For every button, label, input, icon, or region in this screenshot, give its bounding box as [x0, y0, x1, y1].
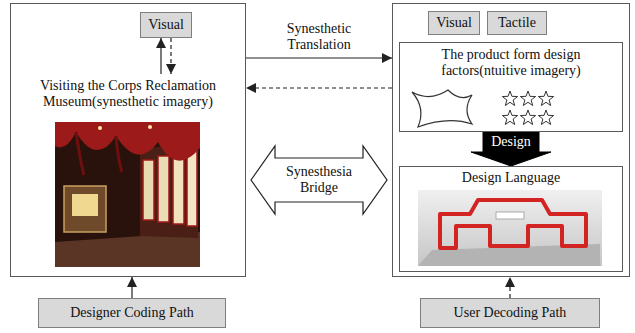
star-symbol [538, 110, 553, 124]
arrow-connector [131, 277, 132, 298]
star-symbol [502, 91, 517, 105]
box-text: Design Language [410, 170, 612, 186]
tag-label: Tactile [498, 15, 536, 31]
tag-label: Visual [148, 17, 184, 33]
arrow-connector [170, 38, 171, 74]
form-factor-figure [412, 90, 554, 127]
design-language-box: Design Language [399, 166, 623, 272]
museum-photo [55, 122, 200, 267]
arrow-connector [160, 38, 161, 74]
photo-ground [55, 122, 200, 267]
path-box: User Decoding Path [420, 298, 600, 328]
star-symbol [520, 91, 535, 105]
connector-label: Synesthetic Translation [267, 21, 371, 53]
arrow-connector [246, 57, 392, 58]
photo-display-case [64, 186, 106, 232]
design-language-photo [418, 190, 602, 266]
photo-panel [143, 160, 154, 220]
photo-ground [418, 190, 602, 266]
arrow-connector [246, 87, 392, 88]
photo-display-light [72, 194, 98, 216]
sense-tag: Tactile [487, 11, 547, 35]
block-arrow [471, 132, 551, 166]
photo-panel [158, 156, 169, 222]
tag-label: Designer Coding Path [70, 305, 194, 321]
star-symbol [502, 110, 517, 124]
photo-lamp [148, 125, 152, 129]
sense-tag: Visual [140, 12, 192, 38]
photo-curtain-fold [76, 132, 122, 175]
photo-plate [496, 212, 524, 219]
box-text: Visiting the Corps Reclamation Museum(sy… [21, 78, 235, 110]
form-outline [412, 90, 472, 127]
double-block-arrow [251, 146, 387, 214]
star-symbol [538, 91, 553, 105]
photo-lamp [98, 126, 102, 130]
tag-label: User Decoding Path [454, 305, 567, 321]
path-box: Designer Coding Path [38, 298, 226, 328]
scene-panel: Visiting the Corps Reclamation Museum(sy… [10, 3, 246, 277]
factor-box: The product form design factors(ntuitive… [399, 42, 623, 132]
tag-label: Visual [436, 15, 472, 31]
red-frame [440, 200, 586, 248]
connector-label: Synesthesia Bridge [277, 164, 361, 196]
box-text: The product form design factors(ntuitive… [420, 47, 602, 79]
connector-label: Design [489, 134, 533, 150]
photo-panel [187, 148, 197, 226]
star-symbol [520, 110, 535, 124]
arrow-connector [509, 277, 510, 298]
photo-panel [173, 152, 184, 224]
sense-tag: Visual [428, 11, 480, 35]
